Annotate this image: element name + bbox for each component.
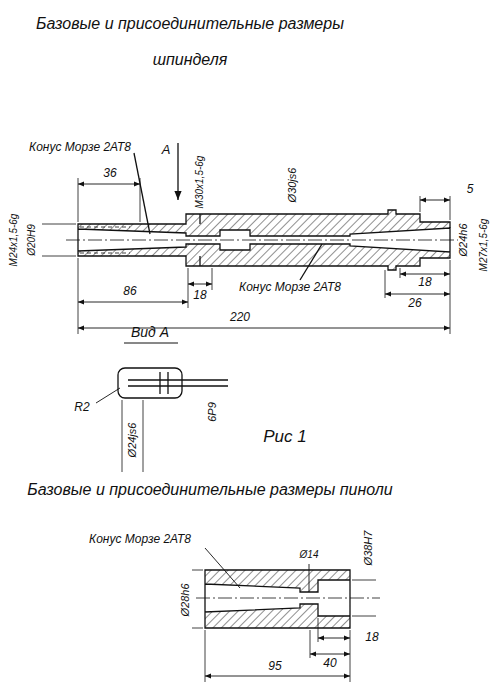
- extension-line: [192, 628, 203, 629]
- extension-line: [205, 630, 206, 682]
- end-view: [118, 368, 182, 398]
- dimension-line: [310, 654, 350, 655]
- dimension-line: [188, 284, 212, 285]
- extension-line: [78, 258, 79, 334]
- center-line: [66, 240, 458, 241]
- extension-line: [450, 260, 451, 334]
- dimension-line: [78, 302, 188, 303]
- title: Базовые и присоединительные размеры шпин…: [25, 6, 355, 78]
- dimension-label: Ø38Н7: [362, 531, 375, 566]
- extension-line: [42, 224, 76, 225]
- groove-line: [199, 214, 200, 224]
- slot-line: [128, 379, 228, 380]
- dimension-label: Ø30js6: [286, 168, 299, 203]
- dimension-label: М24х1,5-6g: [8, 214, 20, 267]
- dimension-label: М27х1,5-6g: [478, 219, 490, 272]
- extension-line: [212, 268, 213, 290]
- dimension-label: Ø20Н9: [26, 224, 38, 256]
- dimension-label: 40: [323, 657, 336, 671]
- pinol-body: [205, 570, 350, 628]
- dimension-label: 95: [268, 660, 281, 674]
- extension-line: [420, 196, 421, 212]
- slot-line: [159, 372, 160, 394]
- groove-line: [199, 256, 200, 266]
- leader-line: [205, 548, 240, 588]
- dimension-label: 18: [365, 631, 378, 645]
- dimension-label: Базовые и присоединительные размеры пино…: [27, 481, 392, 499]
- extension-line: [78, 178, 79, 222]
- dimension-line: [78, 184, 140, 185]
- dimension-label: 220: [230, 311, 250, 325]
- dimension-line: [420, 200, 450, 201]
- dimension-label: М30х1,5-6g: [194, 156, 206, 209]
- dimension-label: Ø28h6: [179, 583, 192, 616]
- dimension-line: [385, 294, 450, 295]
- dimension-label: Конус Морзе 2АТ8: [89, 533, 191, 547]
- extension-line: [192, 570, 203, 571]
- dimension-label: Ø24js6: [126, 423, 139, 458]
- dimension-line: [400, 274, 450, 275]
- extension-line: [122, 400, 123, 472]
- dimension-label: 26: [408, 297, 421, 311]
- thread-line: [80, 253, 130, 254]
- dimension-label: 18: [193, 289, 206, 303]
- center-line: [196, 598, 380, 599]
- dimension-label: Вид А: [131, 324, 169, 340]
- leader-line: [309, 564, 310, 592]
- extension-line: [143, 400, 144, 472]
- dimension-label: А: [162, 143, 171, 158]
- view-arrow: [177, 143, 178, 200]
- dimension-label: R2: [74, 401, 89, 415]
- dimension-line: [205, 676, 350, 677]
- dimension-label: 18: [418, 276, 431, 290]
- extension-line: [352, 580, 376, 581]
- title-underline: [124, 343, 178, 344]
- leader-line: [134, 153, 150, 234]
- dimension-label: 86: [123, 285, 136, 299]
- slot-line: [167, 372, 168, 394]
- dimension-line: [318, 638, 350, 639]
- dimension-label: Ø14: [300, 549, 319, 561]
- extension-line: [42, 256, 76, 257]
- caption: Рис 1: [263, 427, 306, 447]
- leader-line: [96, 388, 120, 403]
- extension-line: [352, 616, 376, 617]
- dimension-label: Конус Морзе 2АТ8: [239, 281, 341, 295]
- dimension-label: 36: [103, 167, 116, 181]
- slot-line: [128, 385, 228, 386]
- leader-line: [300, 244, 322, 280]
- extension-line: [140, 178, 141, 222]
- dimension-label: 6Р9: [206, 402, 219, 422]
- extension-line: [400, 268, 401, 278]
- dimension-label: Ø24h6: [457, 223, 470, 256]
- thread-line: [80, 227, 130, 228]
- dimension-label: Конус Морзе 2АТ8: [29, 141, 131, 155]
- dimension-label: 5: [467, 183, 474, 197]
